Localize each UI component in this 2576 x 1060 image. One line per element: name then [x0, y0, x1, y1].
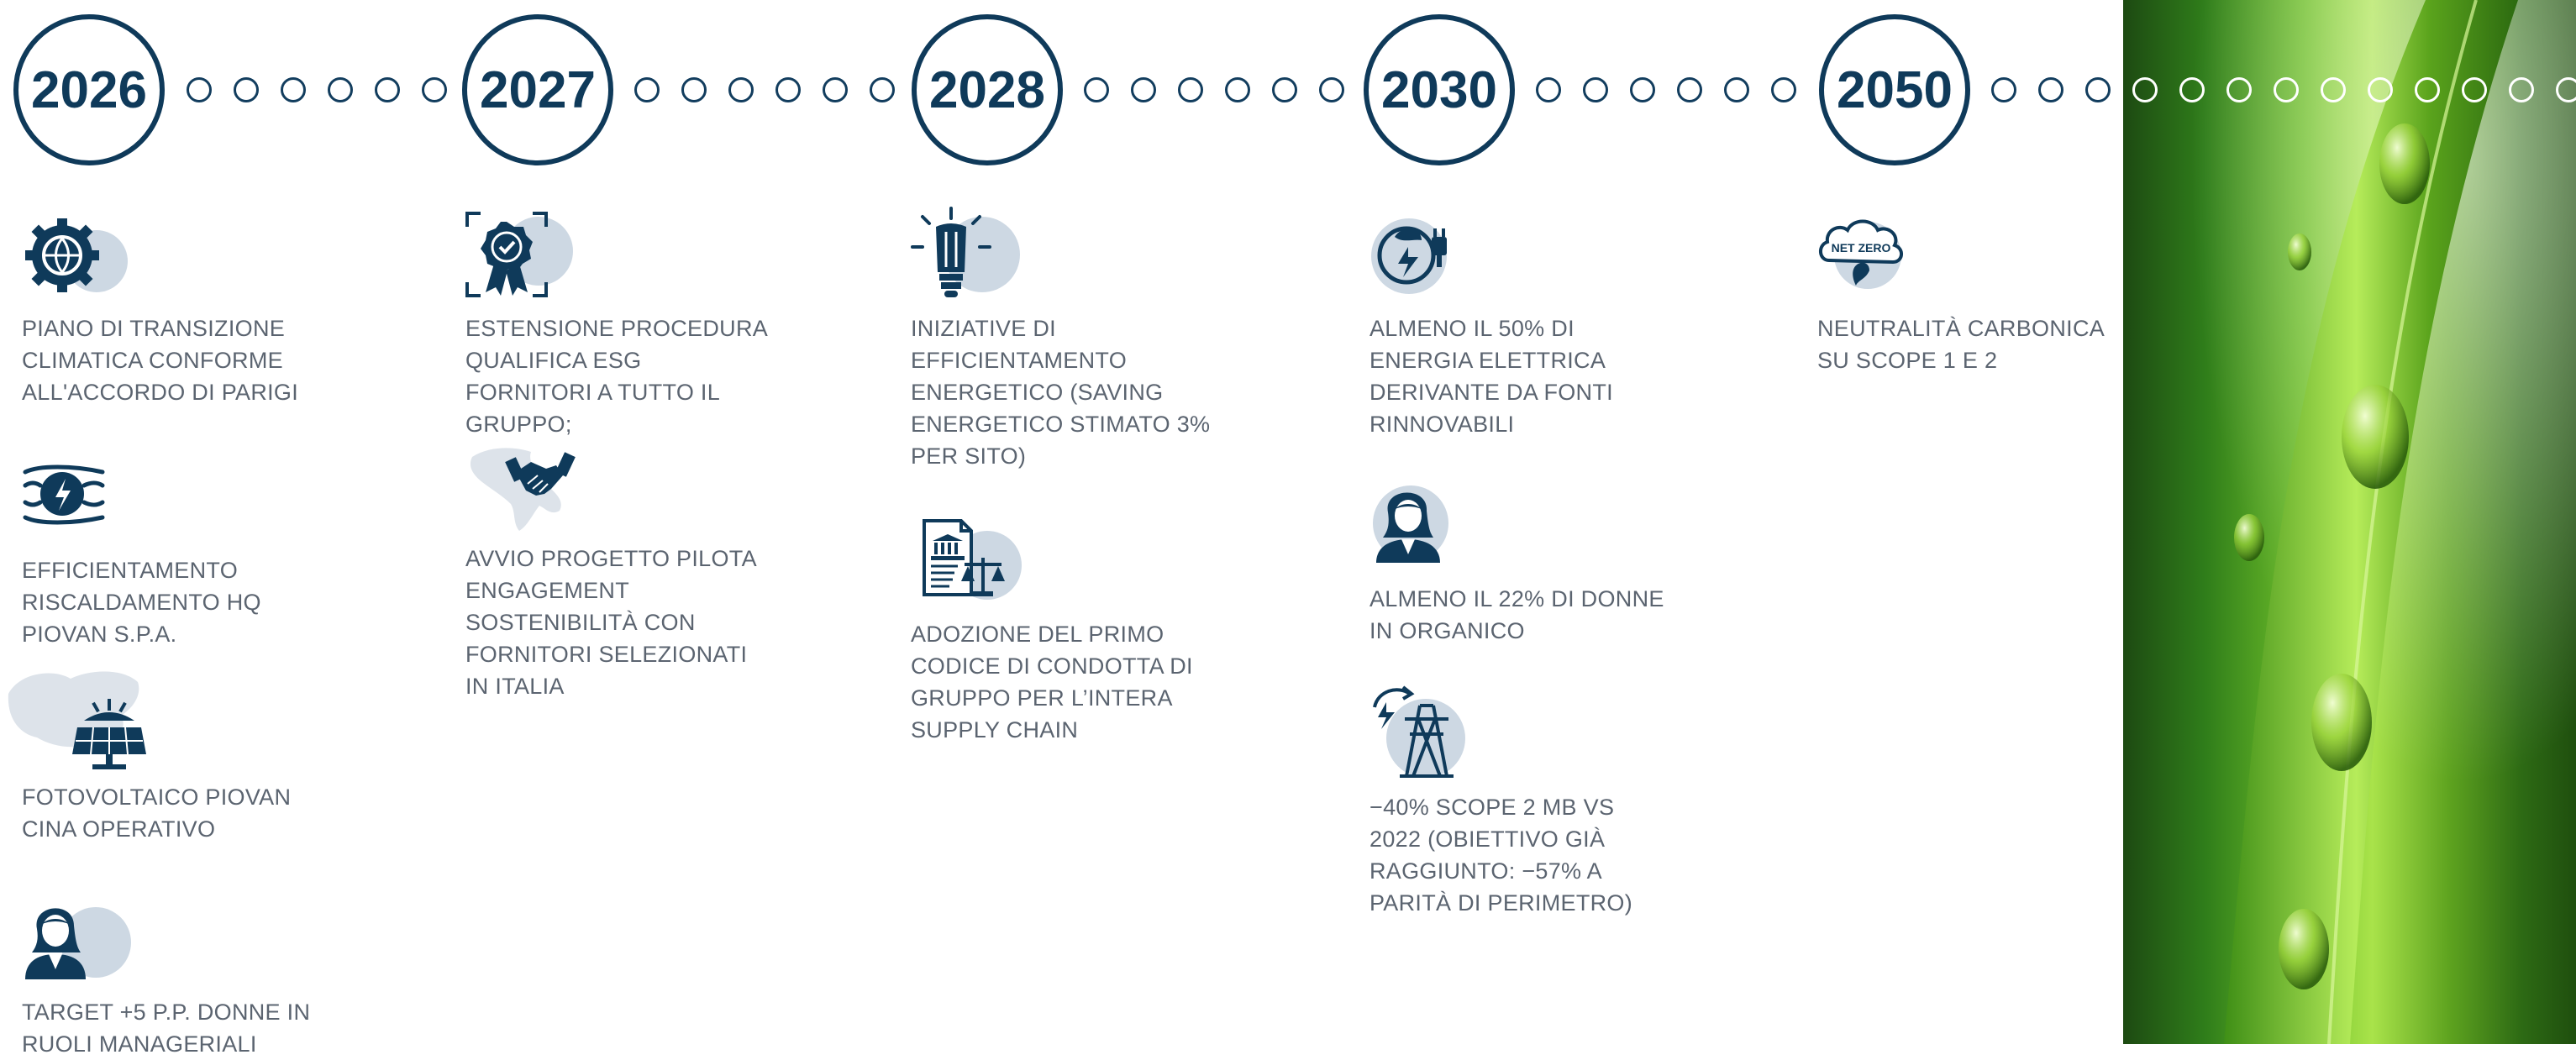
timeline-dot [1319, 77, 1344, 102]
timeline-dot [1225, 77, 1250, 102]
timeline-dot [2274, 77, 2299, 102]
china-solar-panel-icon [3, 664, 146, 773]
timeline-dot [823, 77, 848, 102]
timeline-dots [1084, 77, 1344, 102]
woman-employee-icon [1369, 482, 1479, 575]
milestone-text: TARGET +5 P.P. DONNE IN RUOLI MANAGERIAL… [22, 1000, 311, 1057]
gear-globe-icon [22, 212, 131, 304]
milestone-text: AVVIO PROGETTO PILOTA ENGAGEMENT SOSTENI… [465, 546, 756, 699]
timeline-dot [728, 77, 754, 102]
timeline-dots [187, 77, 447, 102]
year-circle-2027: 2027 [462, 14, 613, 165]
timeline-dot [1630, 77, 1655, 102]
year-label: 2050 [1837, 60, 1953, 119]
italy-handshake-icon [465, 442, 591, 534]
timeline-dots [1991, 77, 2576, 102]
milestone-2030-renewables: ALMENO IL 50% DI ENERGIA ELETTRICA DERIV… [1369, 212, 1672, 440]
milestone-text: NEUTRALITÀ CARBONICA SU SCOPE 1 E 2 [1817, 316, 2104, 373]
power-tower-icon [1369, 682, 1479, 783]
milestone-2030-scope2: −40% SCOPE 2 MB VS 2022 (OBIETTIVO GIÀ R… [1369, 682, 1672, 919]
timeline-dot [328, 77, 353, 102]
milestone-text: −40% SCOPE 2 MB VS 2022 (OBIETTIVO GIÀ R… [1369, 795, 1633, 916]
milestone-text: PIANO DI TRANSIZIONE CLIMATICA CONFORME … [22, 316, 299, 405]
milestone-2027-esg-qualification: ESTENSIONE PROCEDURA QUALIFICA ESG FORNI… [465, 212, 768, 440]
milestone-2028-energy-efficiency: INIZIATIVE DI EFFICIENTAMENTO ENERGETICO… [911, 207, 1213, 472]
timeline-dot [1536, 77, 1561, 102]
timeline-dot [2038, 77, 2063, 102]
year-label: 2026 [31, 60, 147, 119]
timeline-dot [2132, 77, 2158, 102]
certified-badge-icon [465, 212, 575, 304]
year-circle-2026: 2026 [13, 14, 165, 165]
timeline-dot [2226, 77, 2252, 102]
timeline-dot [375, 77, 400, 102]
year-label: 2030 [1381, 60, 1497, 119]
timeline-dot [2368, 77, 2393, 102]
year-label: 2027 [480, 60, 596, 119]
year-circle-2050: 2050 [1819, 14, 1970, 165]
timeline-dot [634, 77, 660, 102]
timeline-dot [1084, 77, 1109, 102]
milestone-text: ADOZIONE DEL PRIMO CODICE DI CONDOTTA DI… [911, 622, 1193, 743]
timeline-dot [1583, 77, 1608, 102]
timeline-dot [281, 77, 306, 102]
timeline-dot [2179, 77, 2205, 102]
timeline-dot [2509, 77, 2534, 102]
timeline-dot [2085, 77, 2111, 102]
timeline-dot [1724, 77, 1749, 102]
milestone-text: EFFICIENTAMENTO RISCALDAMENTO HQ PIOVAN … [22, 558, 261, 647]
timeline-dot [1131, 77, 1156, 102]
milestone-text: ALMENO IL 50% DI ENERGIA ELETTRICA DERIV… [1369, 316, 1613, 437]
milestone-2030-women-workforce: ALMENO IL 22% DI DONNE IN ORGANICO [1369, 482, 1672, 647]
timeline-dot [2321, 77, 2346, 102]
milestone-2026-women-managers: TARGET +5 P.P. DONNE IN RUOLI MANAGERIAL… [22, 895, 324, 1060]
milestone-text: FOTOVOLTAICO PIOVAN CINA OPERATIVO [22, 785, 292, 842]
year-circle-2028: 2028 [912, 14, 1063, 165]
milestone-2050-carbon-neutrality: NET ZERO NEUTRALITÀ CARBONICA SU SCOPE 1… [1817, 212, 2120, 376]
timeline-dot [775, 77, 801, 102]
timeline-dots [634, 77, 895, 102]
code-of-conduct-icon [911, 517, 1022, 610]
timeline-dot [422, 77, 447, 102]
timeline-dot [870, 77, 895, 102]
timeline-dot [1677, 77, 1702, 102]
timeline-dot [1771, 77, 1796, 102]
net-zero-cloud-icon: NET ZERO [1817, 212, 1927, 304]
leaf-drops-illustration [2123, 0, 2576, 1044]
heating-lightning-icon [22, 454, 131, 546]
milestone-text: ALMENO IL 22% DI DONNE IN ORGANICO [1369, 586, 1664, 643]
milestone-2026-transition-plan: PIANO DI TRANSIZIONE CLIMATICA CONFORME … [22, 212, 324, 408]
milestone-2026-heating: EFFICIENTAMENTO RISCALDAMENTO HQ PIOVAN … [22, 454, 324, 650]
year-circle-2030: 2030 [1364, 14, 1515, 165]
timeline-dot [2462, 77, 2487, 102]
milestone-2027-pilot-engagement: AVVIO PROGETTO PILOTA ENGAGEMENT SOSTENI… [465, 442, 768, 702]
energy-bulb-icon [911, 207, 1020, 304]
milestone-text: ESTENSIONE PROCEDURA QUALIFICA ESG FORNI… [465, 316, 767, 437]
woman-manager-icon [22, 895, 131, 988]
leaf-photo [2123, 0, 2576, 1044]
timeline-dots [1536, 77, 1796, 102]
renewable-plug-icon [1369, 212, 1479, 304]
year-label: 2028 [929, 60, 1045, 119]
timeline-dot [234, 77, 259, 102]
milestone-2028-code-of-conduct: ADOZIONE DEL PRIMO CODICE DI CONDOTTA DI… [911, 517, 1213, 746]
timeline-dot [1272, 77, 1297, 102]
net-zero-badge-text: NET ZERO [1832, 241, 1891, 255]
timeline-dot [2415, 77, 2440, 102]
milestone-text: INIZIATIVE DI EFFICIENTAMENTO ENERGETICO… [911, 316, 1211, 469]
timeline-dot [187, 77, 212, 102]
milestone-2026-solar-china: FOTOVOLTAICO PIOVAN CINA OPERATIVO [3, 664, 306, 845]
timeline-dot [1991, 77, 2016, 102]
timeline-dot [2556, 77, 2576, 102]
timeline-dot [681, 77, 707, 102]
timeline-dot [1178, 77, 1203, 102]
